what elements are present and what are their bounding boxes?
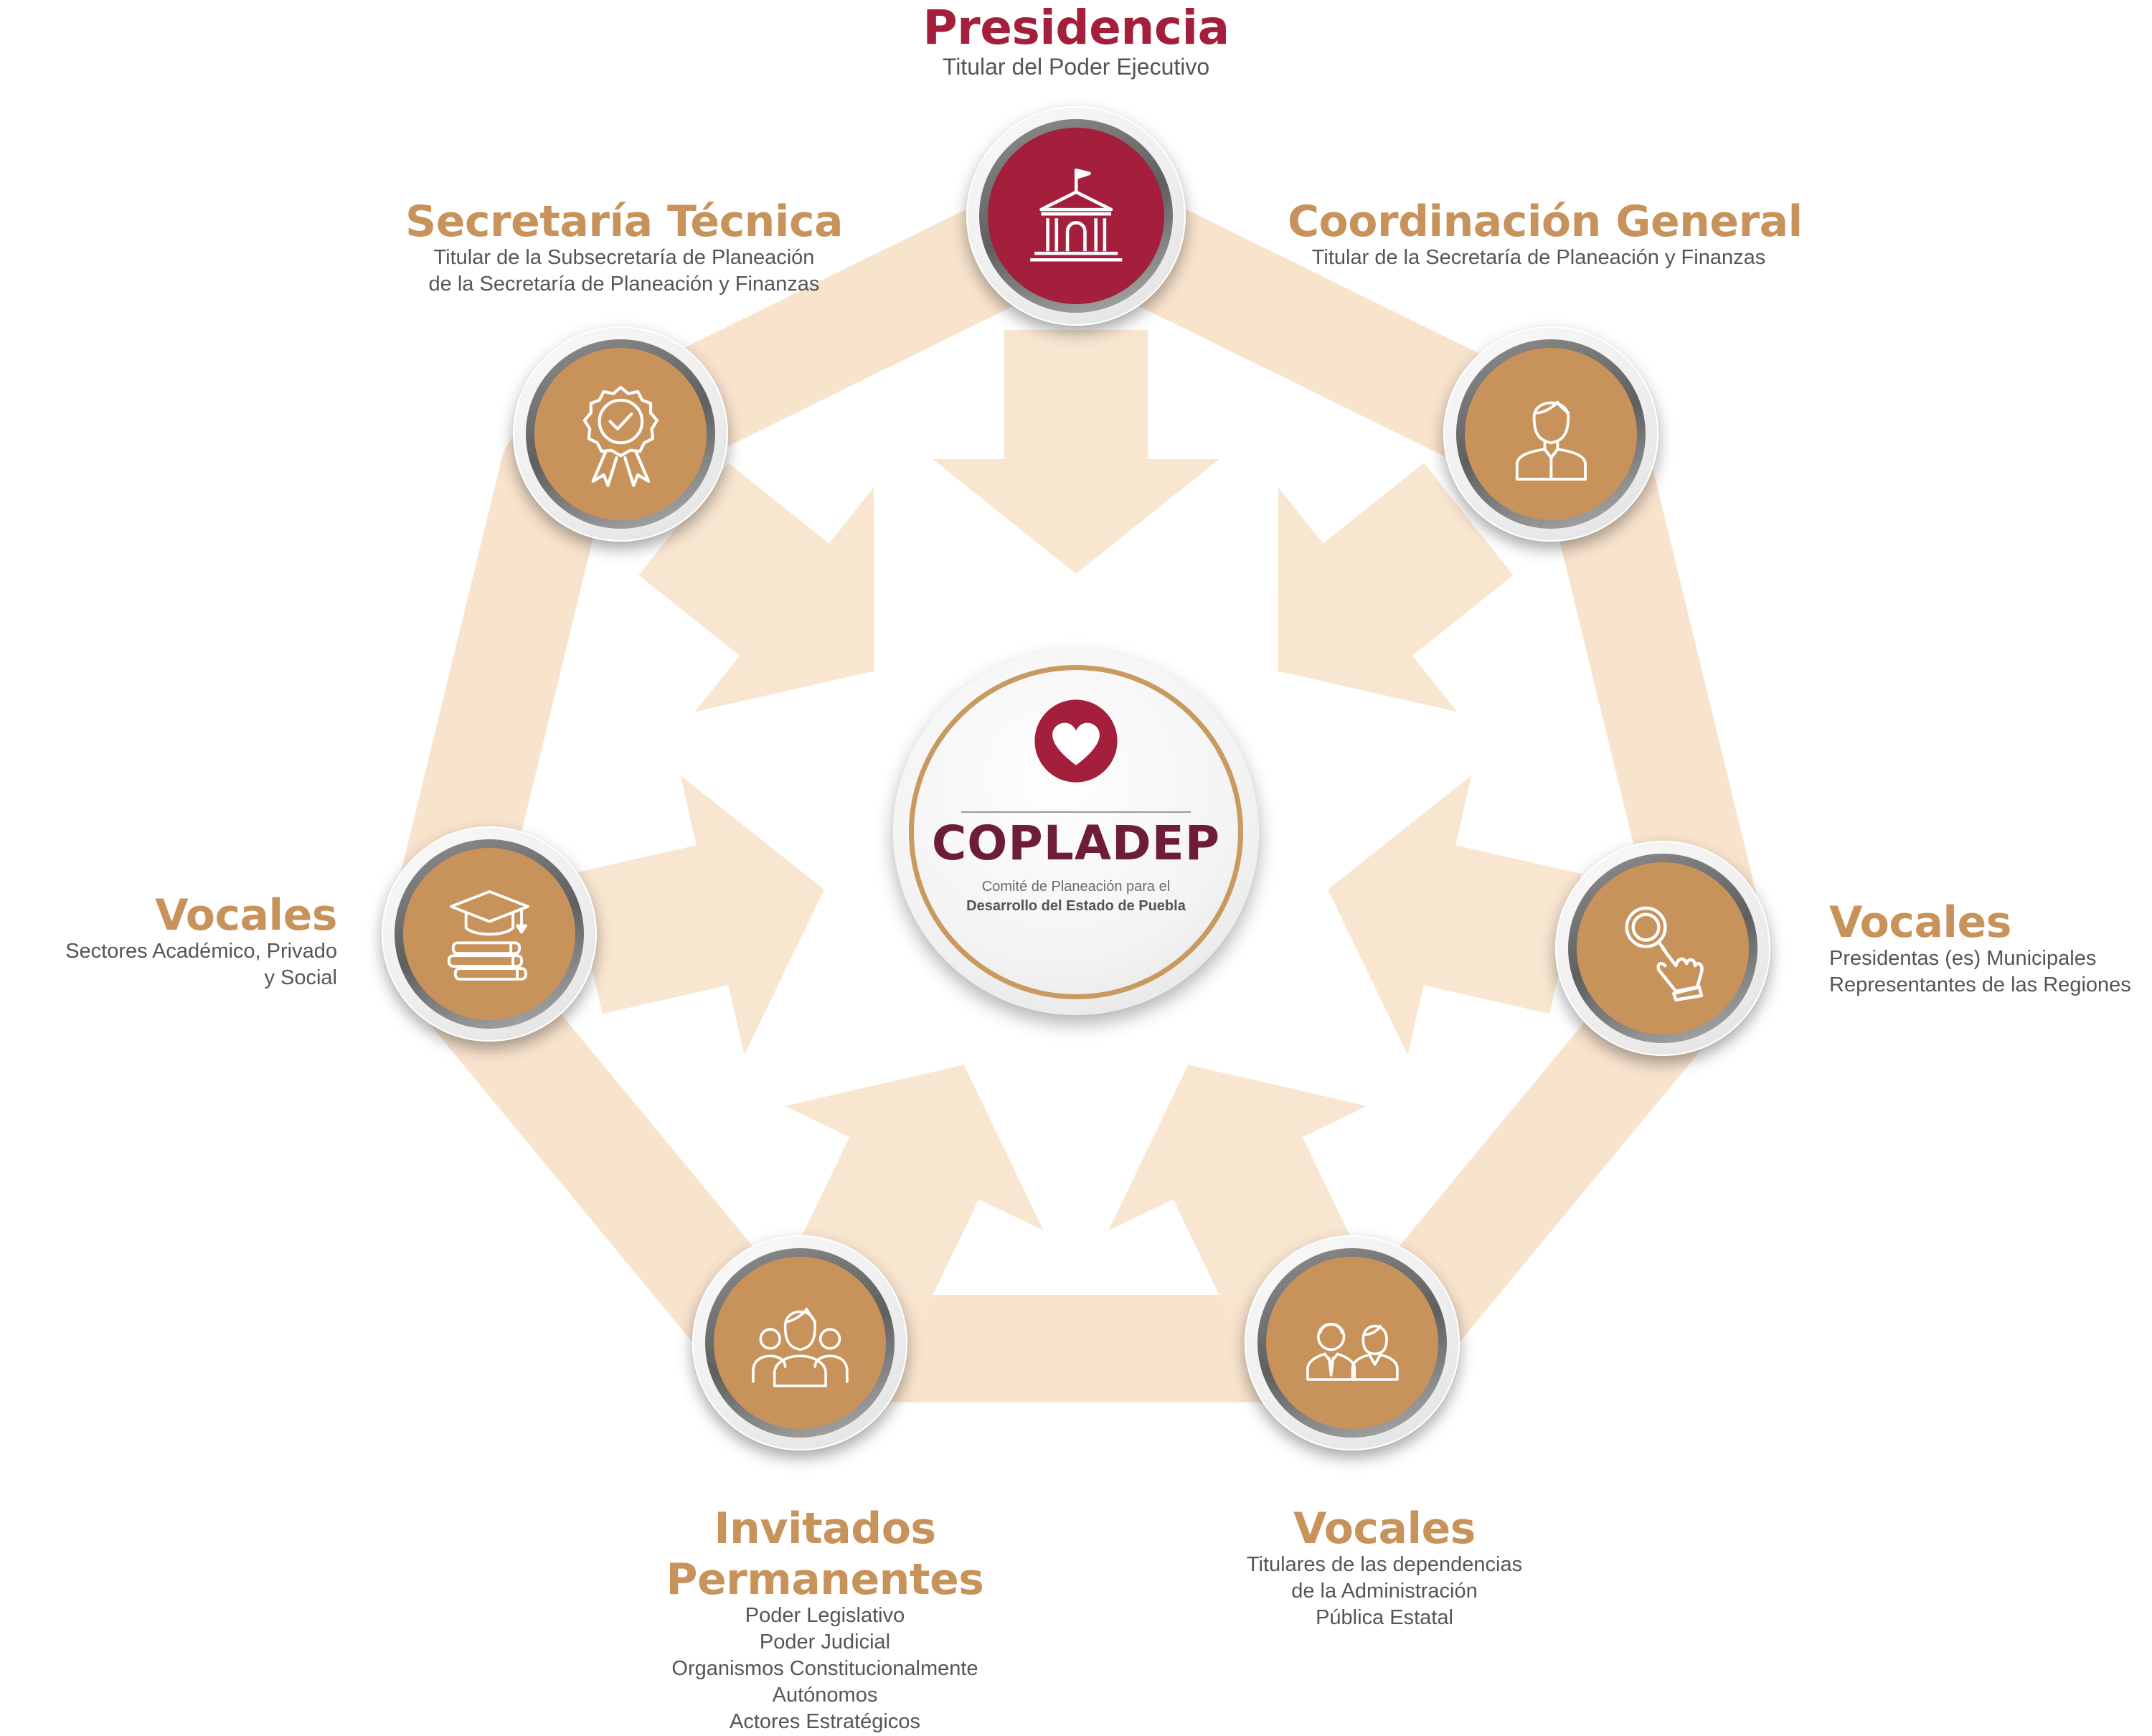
title-vocales-sectores: Vocales <box>155 890 337 940</box>
group-people-icon <box>751 1307 849 1387</box>
label-vocales-sectores: Vocales Sectores Académico, Privado y So… <box>29 893 337 991</box>
subtitle-coordinacion-general-1: Titular de la Secretaría de Planeación y… <box>1311 246 1766 269</box>
copladep-subtitle-line-2: Desarrollo del Estado de Puebla <box>966 898 1186 914</box>
heptagon-band <box>384 161 1768 1402</box>
node-vocales-dependencias <box>1245 1235 1460 1450</box>
magnifier-hand-icon <box>1625 906 1704 1001</box>
subtitle-vocales-dependencias-1: Titulares de las dependencias <box>1246 1553 1523 1576</box>
subtitle-invitados-1: Poder Legislativo <box>745 1604 905 1627</box>
subtitle-vocales-municipales-2: Representantes de las Regiones <box>1829 973 2131 997</box>
woman-official-icon <box>1515 400 1587 481</box>
node-coordinacion-general <box>1443 326 1658 542</box>
arrow-from-vocales-municipales <box>1328 775 1582 1055</box>
arrow-from-presidencia <box>933 330 1219 574</box>
node-vocales-sectores <box>382 826 597 1042</box>
title-vocales-dependencias: Vocales <box>1293 1504 1476 1554</box>
arrow-from-vocales-sectores <box>570 775 824 1055</box>
title-invitados-line-1: Invitados <box>714 1504 936 1554</box>
graduation-books-icon <box>447 890 529 981</box>
subtitle-invitados-5: Actores Estratégicos <box>730 1710 920 1734</box>
title-secretaria-tecnica: Secretaría Técnica <box>405 197 844 247</box>
subtitle-vocales-sectores-1: Sectores Académico, Privado <box>65 940 337 963</box>
subtitle-vocales-sectores-2: y Social <box>264 966 337 990</box>
title-presidencia: Presidencia <box>922 0 1230 55</box>
arrow-from-secretaria <box>638 463 874 712</box>
logo-divider <box>961 811 1191 813</box>
heart-icon <box>1034 699 1118 783</box>
heptagon-outer <box>384 161 1768 1402</box>
label-invitados-permanentes: Invitados Permanentes Poder Legislativo … <box>617 1506 1033 1736</box>
government-building-icon <box>1029 168 1123 262</box>
copladep-acronym: COPLADEP <box>931 816 1221 871</box>
title-vocales-municipales: Vocales <box>1829 897 2011 948</box>
subtitle-vocales-dependencias-2: de la Administración <box>1291 1580 1478 1603</box>
subtitle-vocales-dependencias-3: Pública Estatal <box>1316 1606 1453 1630</box>
subtitle-invitados-4: Autónomos <box>772 1684 878 1707</box>
label-vocales-dependencias: Vocales Titulares de las dependencias de… <box>1191 1506 1578 1631</box>
label-vocales-municipales: Vocales Presidentas (es) Municipales Rep… <box>1829 900 2138 999</box>
arrow-from-coordinacion <box>1278 463 1514 712</box>
subtitle-secretaria-tecnica-1: Titular de la Subsecretaría de Planeació… <box>433 246 815 269</box>
title-coordinacion-general: Coordinación General <box>1288 197 1803 247</box>
certified-badge-icon <box>582 385 659 487</box>
copladep-subtitle-line-1: Comité de Planeación para el <box>981 879 1171 895</box>
node-presidencia <box>966 106 1186 326</box>
subtitle-invitados-2: Poder Judicial <box>759 1631 891 1654</box>
subtitle-vocales-municipales-1: Presidentas (es) Municipales <box>1829 947 2097 970</box>
node-invitados-permanentes <box>692 1235 907 1450</box>
node-secretaria-tecnica <box>513 326 728 542</box>
title-invitados-line-2: Permanentes <box>666 1555 984 1605</box>
subtitle-invitados-3: Organismos Constitucionalmente <box>671 1657 978 1681</box>
subtitle-presidencia-1: Titular del Poder Ejecutivo <box>942 54 1210 80</box>
node-vocales-municipales <box>1555 841 1770 1056</box>
label-secretaria-tecnica: Secretaría Técnica Titular de la Subsecr… <box>391 199 857 298</box>
label-coordinacion-general: Coordinación General Titular de la Secre… <box>1288 197 1803 271</box>
copladep-center-node: COPLADEP Comité de Planeación para el De… <box>893 649 1259 1015</box>
subtitle-secretaria-tecnica-2: de la Secretaría de Planeación y Finanza… <box>428 273 820 296</box>
label-presidencia: Presidencia Titular del Poder Ejecutivo <box>861 3 1291 82</box>
center-gold-ring <box>909 665 1243 999</box>
man-woman-icon <box>1306 1322 1399 1381</box>
